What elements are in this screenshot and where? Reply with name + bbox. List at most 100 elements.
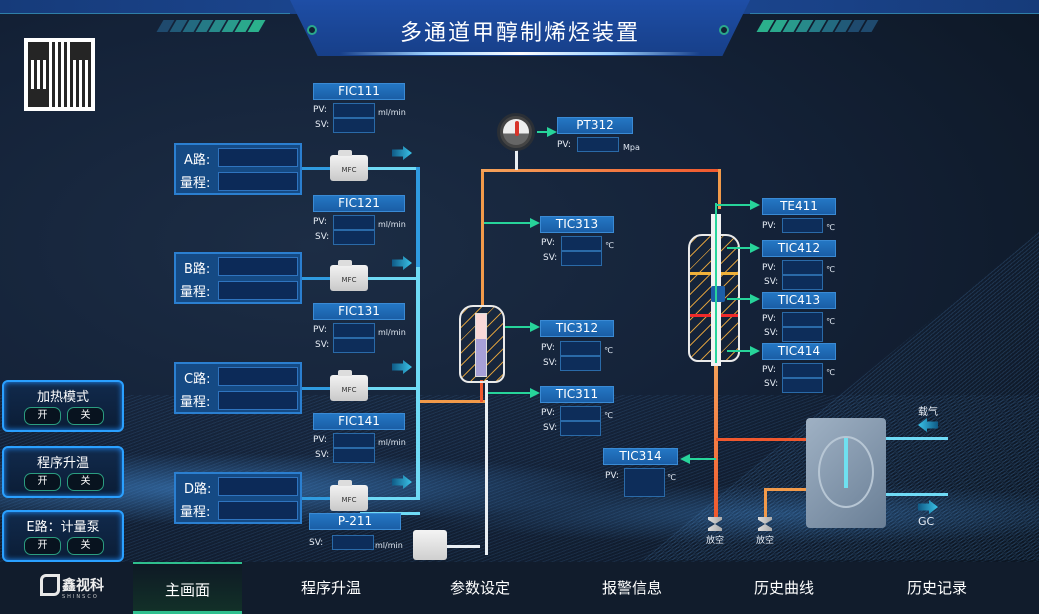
fic131-sv-field[interactable] <box>333 338 375 353</box>
header-stripes-right <box>756 20 879 32</box>
tic412-sv-field[interactable] <box>782 275 823 290</box>
heating-mode-off-button[interactable]: 关 <box>67 407 104 425</box>
route-a-range-label: 量程: <box>180 176 211 191</box>
pipe-gauge <box>515 145 518 170</box>
tic311-sv-field[interactable] <box>560 421 601 436</box>
fic111-unit: ml/min <box>378 108 406 117</box>
tic414-pv-label: PV: <box>762 365 776 375</box>
six-way-valve[interactable] <box>806 418 886 528</box>
header-line-right <box>750 13 1039 14</box>
tic413-pv-field <box>782 312 823 327</box>
route-b-value-field[interactable] <box>218 257 298 276</box>
route-c-panel: C路: 量程: <box>174 362 302 414</box>
nav-main-screen[interactable]: 主画面 <box>133 562 242 614</box>
vent-valve-2-icon[interactable] <box>758 517 772 531</box>
flow-arrow-c-icon <box>392 360 412 374</box>
brand-logo-text: 鑫视科 <box>62 578 104 594</box>
tic311-sv-label: SV: <box>543 423 558 433</box>
pipe-gc <box>886 493 948 496</box>
pipe-main-upper <box>416 167 420 267</box>
gc-label: GC <box>918 515 935 528</box>
route-c-range-field[interactable] <box>218 391 298 410</box>
brand-logo: 鑫视科 SHINSCO <box>40 574 104 600</box>
tic412-arrow-icon <box>727 243 760 253</box>
tic413-sv-field[interactable] <box>782 327 823 342</box>
tic312-sv-field[interactable] <box>560 356 601 371</box>
pipe-reactor2-in <box>718 169 721 209</box>
pipe-carrier <box>886 437 948 440</box>
te411-tag: TE411 <box>762 198 836 215</box>
tic412-tag: TIC412 <box>762 240 836 257</box>
vent-valve-1-icon[interactable] <box>708 517 722 531</box>
route-b-range-field[interactable] <box>218 281 298 300</box>
tic314-pv-field <box>624 468 665 497</box>
tic414-pv-field <box>782 363 823 378</box>
mfc-b[interactable]: MFC <box>330 260 368 291</box>
mfc-a[interactable]: MFC <box>330 150 368 181</box>
nav-program-heating[interactable]: 程序升温 <box>300 579 361 597</box>
pt312-arrow-icon <box>537 127 557 137</box>
reactor-1[interactable] <box>459 305 505 383</box>
pt312-unit: Mpa <box>623 143 640 152</box>
tic314-tag: TIC314 <box>603 448 678 465</box>
fic131-sv-label: SV: <box>315 340 330 350</box>
fic141-pv-field <box>333 433 375 448</box>
nav-history-curves[interactable]: 历史曲线 <box>753 579 814 597</box>
route-a-range-field[interactable] <box>218 172 298 191</box>
nav-history-records[interactable]: 历史记录 <box>906 579 967 597</box>
route-c-range-label: 量程: <box>180 395 211 410</box>
fic111-sv-field[interactable] <box>333 118 375 133</box>
te411-pv-label: PV: <box>762 221 776 231</box>
route-d-label: D路: <box>184 482 212 497</box>
header-title-background <box>290 0 750 56</box>
nav-alarm-info[interactable]: 报警信息 <box>601 579 662 597</box>
fic121-tag: FIC121 <box>313 195 405 212</box>
tic314-pv-label: PV: <box>605 471 619 481</box>
program-heating-on-button[interactable]: 开 <box>24 473 61 491</box>
tic412-pv-label: PV: <box>762 263 776 273</box>
pressure-gauge-icon <box>497 113 535 151</box>
pt312-pv-field <box>577 137 619 152</box>
tic413-pv-label: PV: <box>762 314 776 324</box>
pipe-to-valve-bottom <box>764 488 806 491</box>
heating-mode-title: 加热模式 <box>36 390 89 405</box>
p211-sv-label: SV: <box>309 538 324 548</box>
page-title: 多通道甲醇制烯烃装置 <box>399 21 640 46</box>
nav-parameter-settings[interactable]: 参数设定 <box>449 579 510 597</box>
header-dot-left <box>307 25 317 35</box>
p211-sv-field[interactable] <box>332 535 374 550</box>
fic141-sv-field[interactable] <box>333 448 375 463</box>
metering-pump-icon[interactable] <box>413 530 447 560</box>
program-heating-off-button[interactable]: 关 <box>67 473 104 491</box>
tic312-tag: TIC312 <box>540 320 614 337</box>
tic313-tag: TIC313 <box>540 216 614 233</box>
header-dot-right <box>719 25 729 35</box>
p211-unit: ml/min <box>375 541 403 550</box>
brand-logo-subtext: SHINSCO <box>62 594 99 600</box>
thermocouple-line <box>715 203 717 363</box>
tic311-tag: TIC311 <box>540 386 614 403</box>
route-a-panel: A路: 量程: <box>174 143 302 195</box>
pipe-vent2 <box>764 488 767 518</box>
metering-pump-title: E路：计量泵 <box>26 520 100 535</box>
metering-pump-off-button[interactable]: 关 <box>67 537 104 555</box>
carrier-gas-label: 载气 <box>918 407 938 418</box>
fic121-sv-field[interactable] <box>333 230 375 245</box>
metering-pump-on-button[interactable]: 开 <box>24 537 61 555</box>
tic313-sv-field[interactable] <box>561 251 602 266</box>
mfc-d[interactable]: MFC <box>330 480 368 511</box>
pipe-a-out <box>368 167 418 170</box>
route-d-range-field[interactable] <box>218 501 298 520</box>
te411-unit: ℃ <box>826 223 835 232</box>
gc-arrow-icon <box>918 500 938 514</box>
route-a-value-field[interactable] <box>218 148 298 167</box>
header-glow <box>340 52 700 55</box>
tic311-pv-field <box>560 406 601 421</box>
route-d-value-field[interactable] <box>218 477 298 496</box>
pipe-reactor1-up <box>481 170 484 305</box>
route-c-value-field[interactable] <box>218 367 298 386</box>
mfc-c[interactable]: MFC <box>330 370 368 401</box>
tic314-unit: ℃ <box>667 473 676 482</box>
tic414-sv-field[interactable] <box>782 378 823 393</box>
heating-mode-on-button[interactable]: 开 <box>24 407 61 425</box>
